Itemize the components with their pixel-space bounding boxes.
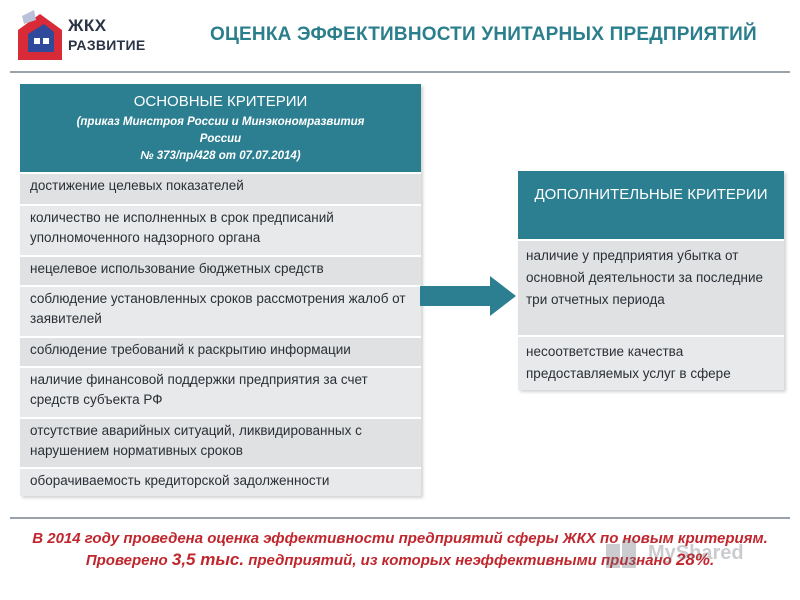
watermark-logo-icon <box>606 540 636 568</box>
criteria-row: оборачиваемость кредиторской задолженнос… <box>20 467 421 496</box>
summary-highlight-count: 3,5 тыс. <box>171 550 245 569</box>
header-divider <box>10 71 790 73</box>
right-arrow-icon <box>420 276 516 316</box>
criteria-row: отсутствие аварийных ситуаций, ликвидиро… <box>20 417 421 467</box>
summary-highlight-percent: 28% <box>675 550 710 569</box>
additional-criteria-row: наличие у предприятия убытка от основной… <box>518 239 784 335</box>
logo-house-icon <box>18 10 62 60</box>
main-criteria-subtitle: (приказ Минстроя России и Минэкономразви… <box>70 114 371 165</box>
criteria-row: соблюдение требований к раскрытию информ… <box>20 336 421 366</box>
main-criteria-subtitle-line1: (приказ Минстроя России и Минэкономразви… <box>76 116 365 145</box>
additional-criteria-panel: ДОПОЛНИТЕЛЬНЫЕ КРИТЕРИИ наличие у предпр… <box>518 171 784 390</box>
criteria-row: нецелевое использование бюджетных средст… <box>20 255 421 285</box>
summary-text-part2: предприятий, из которых неэффективными п… <box>244 552 676 569</box>
criteria-row: соблюдение установленных сроков рассмотр… <box>20 285 421 336</box>
criteria-row: количество не исполненных в срок предпис… <box>20 204 421 255</box>
additional-criteria-row: несоответствие качества предоставляемых … <box>518 335 784 390</box>
logo-text-bottom: РАЗВИТИЕ <box>68 37 146 53</box>
logo-text-top: ЖКХ <box>68 16 107 35</box>
watermark: MyShared <box>604 538 774 576</box>
criteria-row: наличие финансовой поддержки предприятия… <box>20 366 421 417</box>
criteria-row: достижение целевых показателей <box>20 172 421 204</box>
main-criteria-title: ОСНОВНЫЕ КРИТЕРИИ <box>133 93 308 110</box>
summary-text-part3: . <box>709 552 715 569</box>
main-criteria-subtitle-line2: № 373/пр/428 от 07.07.2014) <box>140 150 301 162</box>
watermark-text: MyShared <box>648 542 744 564</box>
summary-note: В 2014 году проведена оценка эффективнос… <box>20 528 780 571</box>
additional-criteria-title: ДОПОЛНИТЕЛЬНЫЕ КРИТЕРИИ <box>518 171 784 239</box>
main-criteria-panel: ОСНОВНЫЕ КРИТЕРИИ (приказ Минстроя Росси… <box>20 84 421 496</box>
page-title: ОЦЕНКА ЭФФЕКТИВНОСТИ УНИТАРНЫХ ПРЕДПРИЯТ… <box>210 24 757 45</box>
logo: ЖКХ РАЗВИТИЕ <box>14 10 164 64</box>
main-criteria-header: ОСНОВНЫЕ КРИТЕРИИ (приказ Минстроя Росси… <box>20 84 421 172</box>
bottom-divider <box>10 517 790 519</box>
summary-text-part1: В 2014 году проведена оценка эффективнос… <box>32 530 768 569</box>
